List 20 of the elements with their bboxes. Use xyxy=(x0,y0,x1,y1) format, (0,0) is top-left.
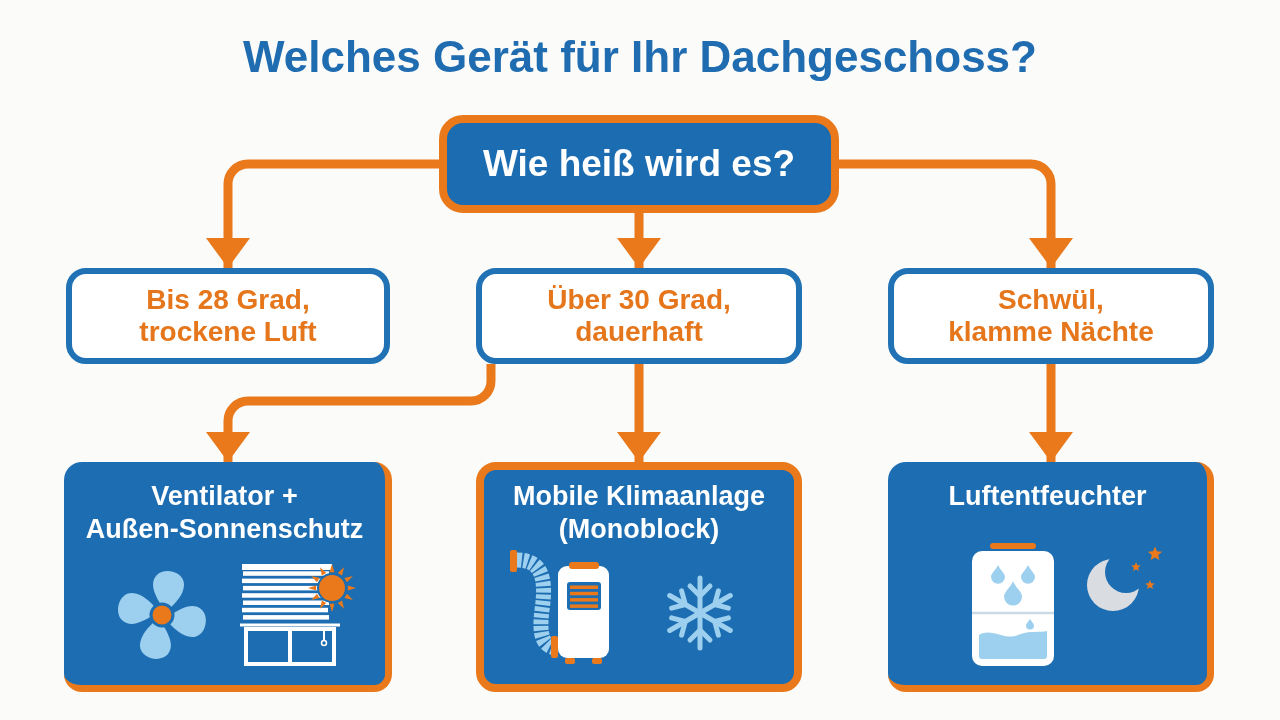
result-title: Mobile Klimaanlage (Monoblock) xyxy=(511,480,767,546)
question-box xyxy=(439,115,839,213)
result-card xyxy=(476,462,802,692)
result-title: Luftentfeuchter xyxy=(947,480,1148,513)
arrow xyxy=(1029,364,1073,462)
question-text: Wie heiß wird es? xyxy=(481,142,797,186)
arrow xyxy=(206,159,439,268)
arrow xyxy=(617,213,661,268)
result-card xyxy=(888,462,1214,692)
condition-text: Bis 28 Grad, trockene Luft xyxy=(138,284,318,348)
condition-text: Schwül, klamme Nächte xyxy=(947,284,1155,348)
condition-box xyxy=(888,268,1214,364)
condition-box xyxy=(476,268,802,364)
result-card xyxy=(64,462,392,692)
condition-box xyxy=(66,268,390,364)
result-title: Ventilator + Außen-Sonnenschutz xyxy=(84,480,365,546)
title: Welches Gerät für Ihr Dachgeschoss? xyxy=(243,31,1037,83)
arrow xyxy=(617,364,661,462)
arrow xyxy=(839,159,1073,268)
condition-text: Über 30 Grad, dauerhaft xyxy=(546,284,732,348)
